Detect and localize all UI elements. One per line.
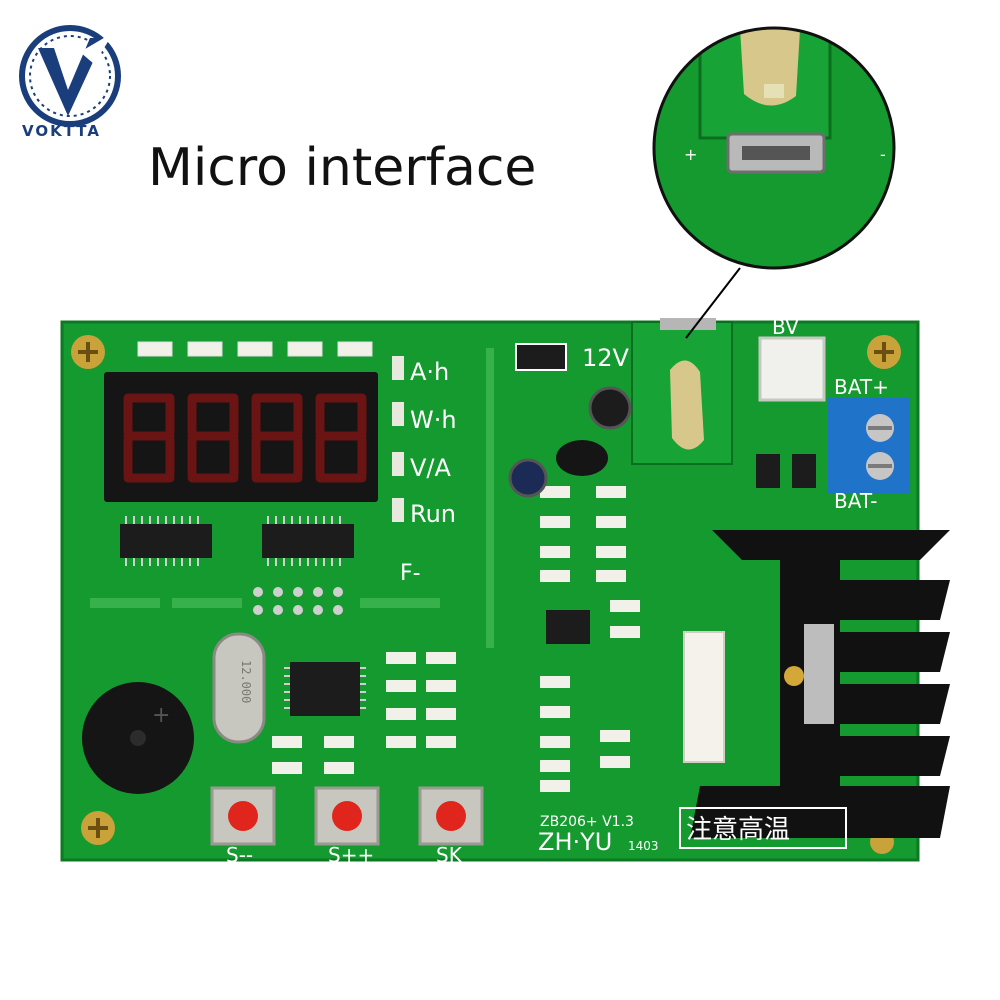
- ic-chip: [120, 516, 212, 566]
- indicator-va: V/A: [410, 454, 452, 482]
- transistor: [756, 454, 780, 488]
- terminal-minus-label: BAT-: [834, 489, 877, 513]
- button-label: SK: [436, 843, 463, 867]
- indicator-run: Run: [410, 500, 456, 528]
- fminus-label: F-: [400, 561, 421, 586]
- regulator: [556, 440, 608, 476]
- screw-icon: [71, 335, 105, 369]
- tactile-button: [210, 786, 276, 846]
- crystal-label: 12.000: [239, 660, 253, 703]
- model-label: ZB206+ V1.3: [540, 814, 634, 830]
- headline: Micro interface: [148, 138, 537, 198]
- power-transistor: [804, 624, 834, 724]
- capacitor: [508, 458, 548, 498]
- microcontroller: [290, 662, 360, 716]
- ic-chip: [546, 610, 590, 644]
- jst-connector: [758, 336, 826, 402]
- mosfet: [515, 343, 567, 371]
- screw-icon: [867, 335, 901, 369]
- inset-plus: +: [684, 145, 697, 164]
- power-label: 12V: [582, 344, 630, 372]
- power-resistor: [683, 631, 725, 763]
- callout-line: [685, 267, 741, 339]
- inset-minus: -: [880, 145, 886, 164]
- crystal-oscillator: [212, 632, 266, 744]
- tactile-button: [314, 786, 380, 846]
- indicator-ah: A·h: [410, 358, 449, 386]
- maker-label: ZH·YU: [538, 828, 612, 856]
- button-label: S++: [328, 843, 374, 867]
- magnified-inset: + -: [654, 28, 894, 268]
- screw-icon: [81, 811, 115, 845]
- ic-chip: [262, 516, 354, 566]
- capacitor: [588, 386, 632, 430]
- terminal-block: [828, 398, 910, 494]
- brand-logo: [19, 25, 121, 127]
- brand-name: VOKTTA: [22, 122, 101, 140]
- indicator-wh: W·h: [410, 406, 457, 434]
- date-code: 1403: [628, 839, 659, 853]
- terminal-plus-label: BAT+: [834, 375, 889, 399]
- svg-text:+: +: [152, 703, 170, 728]
- voltage-label: BV: [772, 315, 799, 339]
- button-label: S--: [226, 843, 253, 867]
- tactile-button: [418, 786, 484, 846]
- notice-label: 注意高温: [686, 815, 790, 845]
- transistor: [792, 454, 816, 488]
